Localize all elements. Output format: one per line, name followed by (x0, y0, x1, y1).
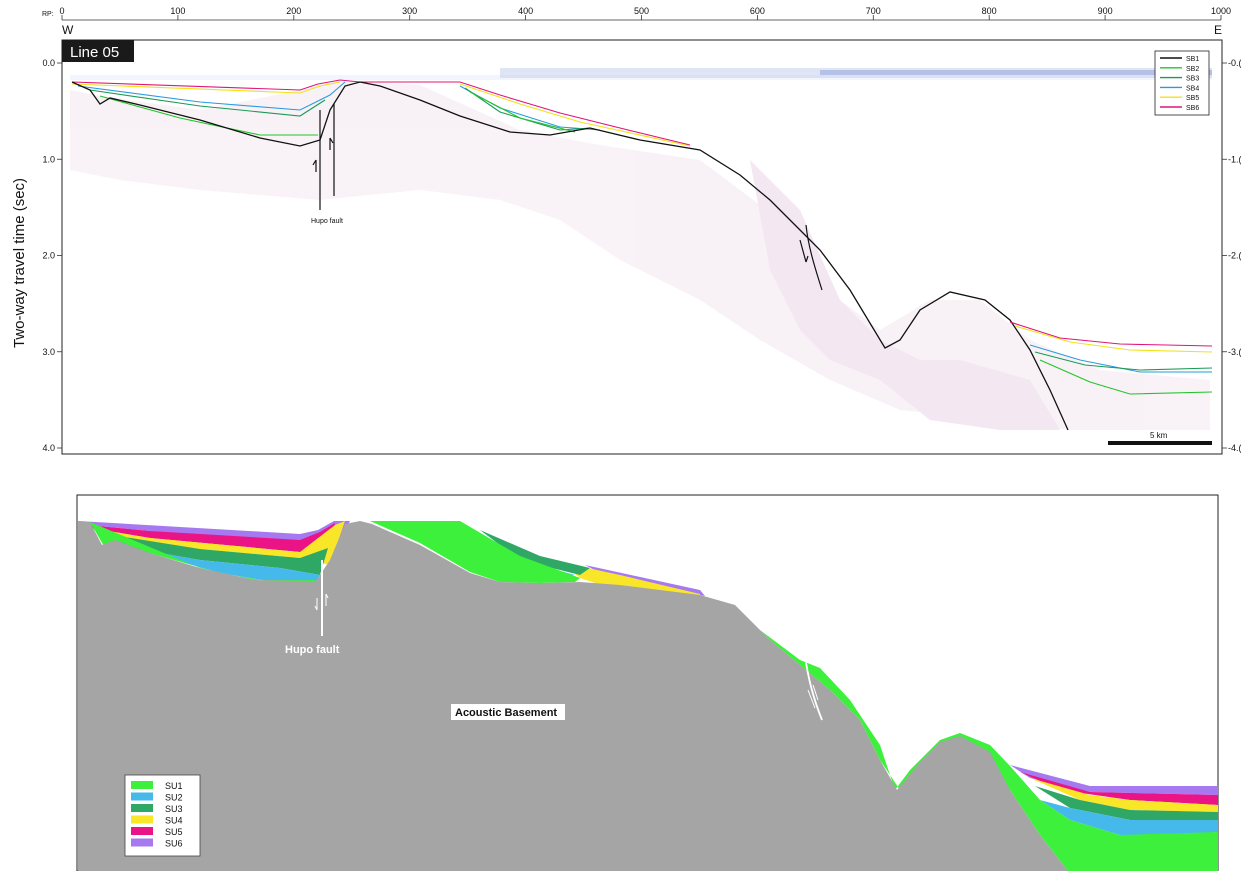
su-legend-label: SU4 (165, 816, 183, 826)
seismic-texture (70, 75, 1212, 430)
slope-fault-seismic (799, 224, 823, 291)
su-legend-swatch (131, 792, 153, 801)
horizon-east-sb6 (1009, 321, 1213, 347)
sb-legend-label: SB2 (1186, 66, 1199, 73)
horizon-sb5-mid (459, 83, 691, 147)
hupo-fault-label-seismic: Hupo fault (311, 218, 343, 225)
scale-bar (1108, 441, 1212, 445)
horizon-east-sb3 (1034, 351, 1213, 371)
rp-ticks: 0 100 200 300 400 500 600 700 800 900 1000 (59, 6, 1231, 20)
y-tick-label-right: -4.( (1228, 443, 1241, 453)
rp-tick-label: 600 (750, 6, 765, 16)
horizon-east-sb5 (1014, 325, 1213, 353)
rp-tick-label: 700 (866, 6, 881, 16)
unit-su2 (120, 546, 320, 583)
hupo-fault-label: Hupo fault (285, 644, 340, 656)
unit-su4 (85, 521, 345, 565)
su-legend-label: SU2 (165, 793, 183, 803)
sb-legend-label: SB5 (1186, 95, 1199, 102)
y-ticks-right: -0.( -1.( -2.( -3.( -4.( (1222, 58, 1241, 453)
su-legend-label: SU5 (165, 827, 183, 837)
y-ticks-left: 0.0 1.0 2.0 3.0 4.0 (42, 58, 62, 453)
su-legend-swatch (131, 781, 153, 789)
sb-legend-label: SB1 (1186, 56, 1199, 63)
rp-tick-label: 200 (286, 6, 301, 16)
su-legend-label: SU3 (165, 804, 183, 814)
y-tick-label-right: -3.( (1228, 347, 1241, 357)
horizon-sb6-west (71, 79, 691, 146)
east-label: E (1214, 23, 1222, 37)
su-legend-swatch (131, 838, 153, 847)
hupo-fault-arrows (314, 593, 329, 611)
su-legend-label: SU6 (165, 839, 183, 849)
horizon-east-sb2 (1039, 359, 1213, 395)
y-tick-label-left: 4.0 (42, 443, 55, 453)
horizons (71, 79, 1213, 431)
y-tick-label-right: -2.( (1228, 251, 1241, 261)
line-title: Line 05 (70, 44, 119, 61)
rp-tick-label: 800 (982, 6, 997, 16)
seismic-panel: RP: 0 100 200 300 400 500 600 700 800 900 1000 W E (11, 6, 1241, 455)
rp-tick-label: 400 (518, 6, 533, 16)
slope-fault-arrows (807, 684, 819, 709)
su-legend-swatch (131, 804, 153, 812)
rp-tick-label: 100 (170, 6, 185, 16)
sb-legend-label: SB3 (1186, 76, 1199, 83)
y-tick-label-right: -0.( (1228, 58, 1241, 68)
y-tick-label-left: 0.0 (42, 58, 55, 68)
interpretation-panel: Hupo fault Acoustic Basement SU1SU2SU3SU… (76, 494, 1219, 871)
unit-su3 (100, 533, 328, 575)
rp-tick-label: 500 (634, 6, 649, 16)
horizon-sb4-west (77, 81, 346, 111)
y-tick-label-right: -1.( (1228, 154, 1241, 164)
horizon-sb1 (71, 81, 1069, 431)
acoustic-basement (78, 521, 1068, 871)
su-legend-label: SU1 (165, 781, 183, 791)
horizon-sb3-west (89, 89, 326, 117)
west-label: W (62, 23, 74, 37)
y-tick-label-left: 2.0 (42, 251, 55, 261)
sb-legend-label: SB4 (1186, 85, 1199, 92)
scale-label: 5 km (1150, 431, 1168, 440)
hupo-fault-seismic (312, 104, 335, 210)
unit-su5 (78, 523, 335, 562)
y-tick-label-left: 1.0 (42, 154, 55, 164)
rp-tick-label: 300 (402, 6, 417, 16)
rp-tick-label: 1000 (1211, 6, 1231, 16)
rp-tick-label: 900 (1098, 6, 1113, 16)
su-legend-swatch (131, 827, 153, 835)
y-axis-title: Two-way travel time (sec) (11, 178, 28, 348)
su-legend-swatch (131, 815, 153, 824)
horizon-sb2-mid (469, 91, 576, 133)
line-title-badge (62, 40, 134, 62)
horizon-east-sb4 (1029, 344, 1212, 373)
y-tick-label-left: 3.0 (42, 347, 55, 357)
horizon-sb5-west (71, 81, 341, 94)
rp-tick-label: 0 (59, 6, 64, 16)
basement-label: Acoustic Basement (455, 707, 557, 719)
rp-prefix: RP: (42, 11, 54, 18)
slope-fault-line (804, 654, 823, 721)
basement-label-box (451, 704, 565, 720)
sb-legend-label: SB6 (1186, 105, 1199, 112)
